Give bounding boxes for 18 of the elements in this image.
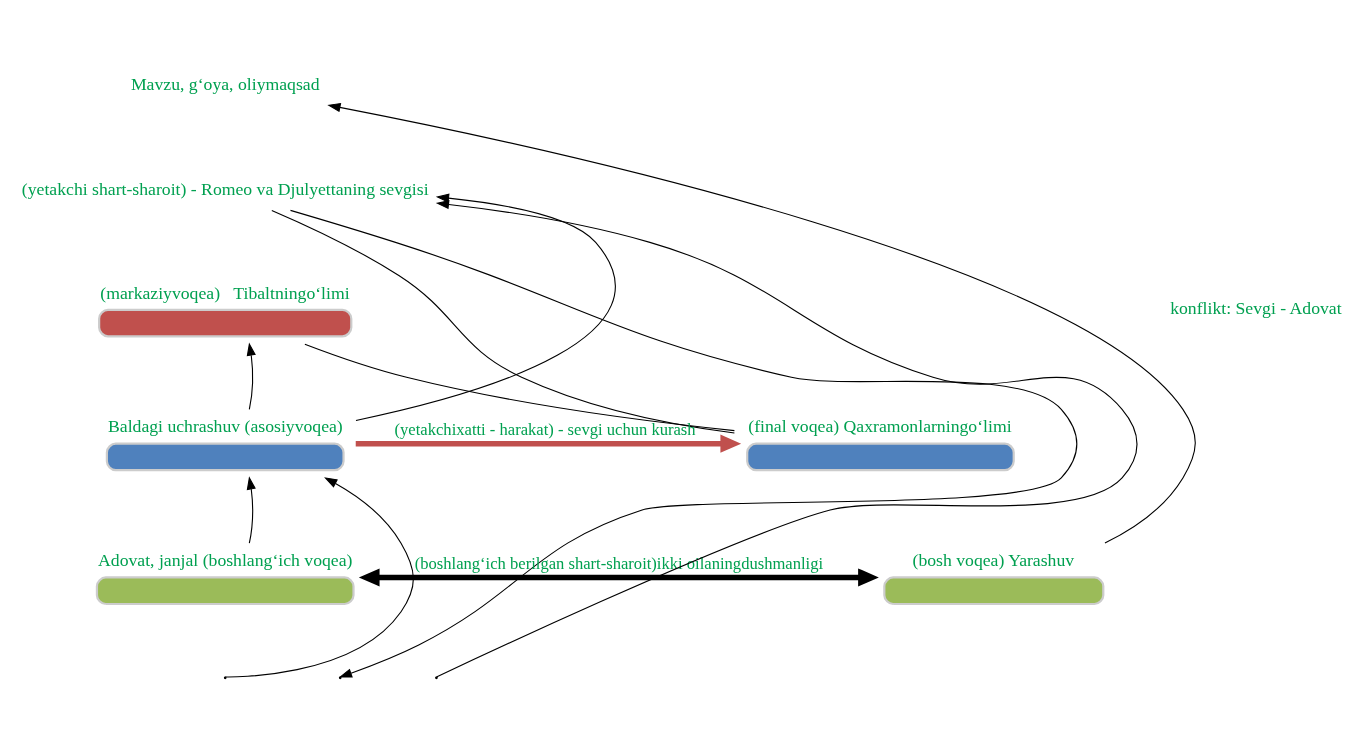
arrow	[246, 476, 256, 544]
connector	[304, 343, 735, 432]
connector	[271, 209, 735, 434]
node-label: Adovat, janjal (boshlang‘ich voqea)	[98, 550, 353, 571]
arrow	[246, 342, 256, 410]
arrow	[355, 193, 616, 421]
node-label: Baldagi uchrashuv (asosiyvoqea)	[107, 416, 343, 437]
arrow	[435, 193, 1138, 678]
label: konflikt: Sevgi - Adovat	[1170, 298, 1342, 319]
arrow	[355, 434, 742, 453]
arrow	[358, 568, 879, 587]
arrow	[327, 102, 1196, 544]
node-text: (yetakchi shart-sharoit) - Romeo va Djulyettaning sevgisi	[21, 178, 429, 199]
node-label: (bosh voqea) Yarashuv	[912, 550, 1075, 571]
node-label: (final voqea) Qaxramonlarningo‘limi	[748, 416, 1012, 437]
edge-label: (yetakchixatti - harakat) - sevgi uchun kurash	[394, 419, 696, 439]
node-text: Mavzu, g‘oya, oliymaqsad	[130, 73, 320, 94]
node-label: (markaziyvoqea) Tibaltningo‘limi	[100, 282, 350, 303]
